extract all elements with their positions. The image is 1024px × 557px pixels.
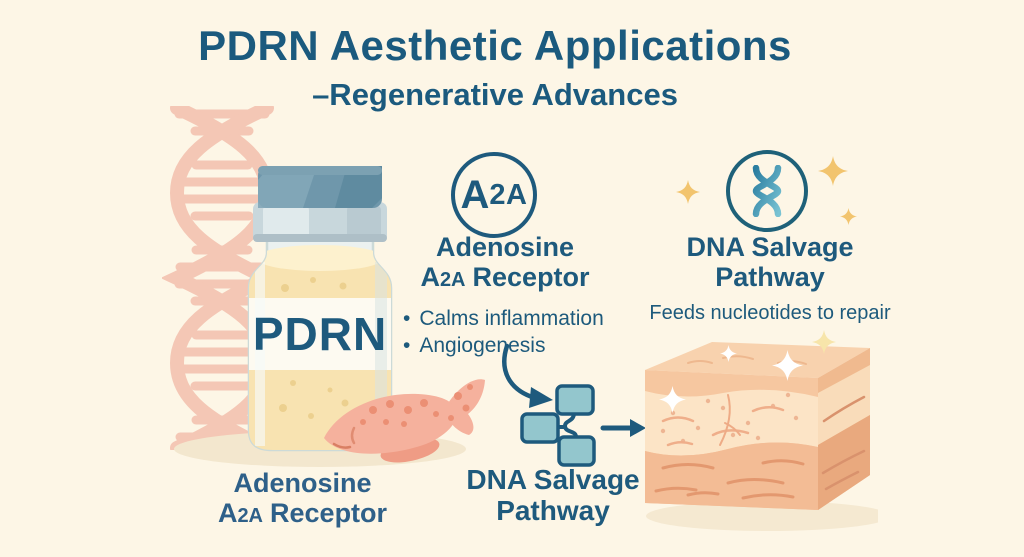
fish-body: [324, 393, 458, 454]
dna-glyph: [752, 165, 782, 217]
a2a-badge-main: A: [460, 172, 490, 217]
page-title: PDRN Aesthetic Applications: [198, 22, 792, 69]
dna-salvage-icon: [726, 150, 808, 232]
pathway-caption: DNA Salvage Pathway: [448, 464, 658, 526]
fish-spots: [360, 384, 473, 427]
sparkle-icon: [772, 350, 803, 381]
receptor-bullet-list: •Calms inflammation •Angiogenesis: [383, 305, 627, 359]
skin-cube-shadow: [646, 501, 878, 531]
header: PDRN Aesthetic Applications –Regenerativ…: [0, 22, 990, 113]
fish-tail: [444, 379, 485, 435]
liquid-bubbles: [279, 277, 363, 421]
vial-shadow: [174, 431, 466, 467]
dna-helix-illustration: [162, 106, 282, 450]
vial-glass-body: [247, 234, 393, 452]
salvage-section: DNA Salvage Pathway Feeds nucleotides to…: [640, 232, 900, 325]
sparkle-icon: [659, 386, 686, 413]
fish-fin: [380, 437, 440, 463]
vial-label-text: PDRN: [253, 308, 387, 360]
right-arrow-icon: [600, 419, 646, 437]
skin-top-face: [645, 342, 870, 378]
salvage-title-line2: Pathway: [715, 262, 825, 292]
skin-subcutis-layer: [645, 442, 818, 510]
sparkle-icon: [676, 180, 700, 204]
bullet-item: •Calms inflammation: [403, 307, 604, 330]
a2a-badge-sub: 2A: [489, 178, 528, 211]
salvage-description: Feeds nucleotides to repair: [649, 302, 891, 324]
salmon-fish-illustration: [324, 379, 485, 463]
sparkle-icon: [812, 330, 836, 354]
fish-mouth: [332, 442, 352, 449]
vial-cap-ring: [253, 202, 387, 242]
skin-dermis-layer: [645, 389, 818, 456]
vial-cap-top: [258, 166, 382, 208]
fish-gill: [350, 426, 356, 445]
sparkle-icon: [720, 345, 737, 362]
page-subtitle: –Regenerative Advances: [312, 77, 678, 112]
sparkle-icon: [818, 156, 848, 186]
receptor-title-line1: Adenosine: [435, 232, 575, 262]
skin-side-face: [818, 348, 870, 510]
salvage-title-line1: DNA Salvage: [686, 232, 854, 262]
vial-liquid: [249, 258, 391, 450]
nucleotide-blocks-icon: [520, 384, 596, 467]
vial-label-band: [249, 298, 391, 370]
pathway-caption-line2: Pathway: [496, 495, 610, 526]
skin-cube-illustration: [645, 342, 878, 531]
bullet-item: •Angiogenesis: [403, 334, 546, 357]
sparkle-icon: [840, 208, 857, 225]
receptor-caption-line1: Adenosine: [233, 468, 372, 498]
pathway-caption-line1: DNA Salvage: [466, 464, 640, 495]
skin-front-face: [645, 370, 818, 510]
